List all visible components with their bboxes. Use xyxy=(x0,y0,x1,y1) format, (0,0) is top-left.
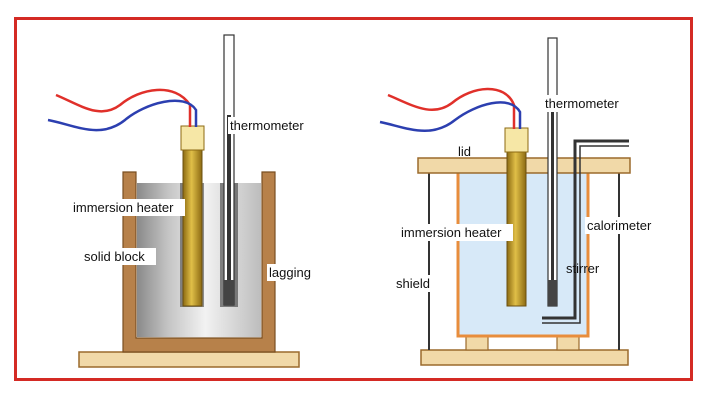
left-apparatus xyxy=(47,34,300,368)
label-bg xyxy=(543,95,629,112)
left-thermometer-bulb xyxy=(224,280,234,305)
left-heater-cap xyxy=(180,125,205,151)
right-thermometer-bulb xyxy=(548,280,557,306)
stirrer xyxy=(542,139,629,320)
label-bg xyxy=(82,248,156,265)
label-bg xyxy=(399,224,513,241)
left-base-board xyxy=(78,351,300,368)
left-live-wire xyxy=(55,88,192,127)
label-left-thermometer: thermometer xyxy=(230,118,304,133)
right-live-wire xyxy=(387,87,516,129)
label-bg xyxy=(585,217,665,234)
label-shield: shield xyxy=(396,276,430,291)
right-base-board xyxy=(420,349,629,366)
label-right-immersion-heater: immersion heater xyxy=(401,225,502,240)
label-lagging: lagging xyxy=(269,265,311,280)
right-heater-cap xyxy=(504,127,529,153)
label-lid: lid xyxy=(458,144,471,159)
left-thermometer-column xyxy=(227,115,231,285)
label-calorimeter: calorimeter xyxy=(587,218,652,233)
left-heater-rod xyxy=(182,147,203,307)
label-right-thermometer: thermometer xyxy=(545,96,619,111)
right-apparatus xyxy=(379,37,631,366)
stirrer-inner xyxy=(542,145,629,324)
right-thermometer-column xyxy=(551,110,554,285)
label-stirrer: stirrer xyxy=(566,261,600,276)
label-left-immersion-heater: immersion heater xyxy=(73,200,174,215)
label-bg xyxy=(71,199,185,216)
lagging-wall xyxy=(122,171,276,353)
label-bg xyxy=(394,275,436,292)
right-foot-right xyxy=(556,335,580,351)
label-solid-block: solid block xyxy=(84,249,145,264)
right-foot-left xyxy=(465,335,489,351)
label-bg xyxy=(228,117,312,134)
right-neutral-wire xyxy=(379,101,522,133)
left-neutral-wire xyxy=(47,99,198,132)
label-bg xyxy=(267,264,323,281)
